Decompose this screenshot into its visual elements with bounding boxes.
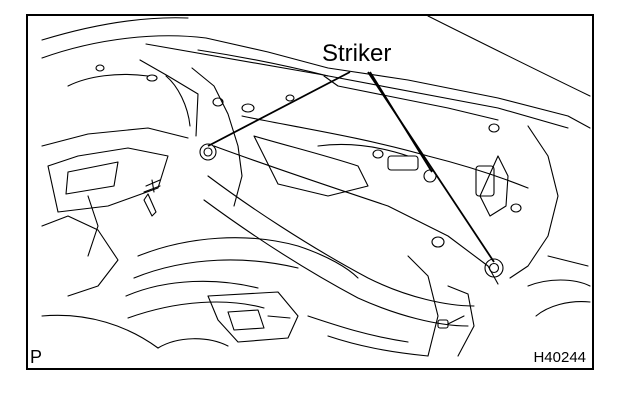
leader-lines xyxy=(207,71,495,263)
view-code-label: P xyxy=(30,347,43,367)
striker-callout-label: Striker xyxy=(322,40,392,67)
figure-id-label: H40244 xyxy=(533,349,586,366)
leader-line-right-striker xyxy=(367,71,495,263)
leader-line-left-striker xyxy=(207,71,351,147)
vehicle-rear-panel-drawing xyxy=(41,16,591,357)
illustration-frame: Striker P H40244 xyxy=(26,14,594,370)
